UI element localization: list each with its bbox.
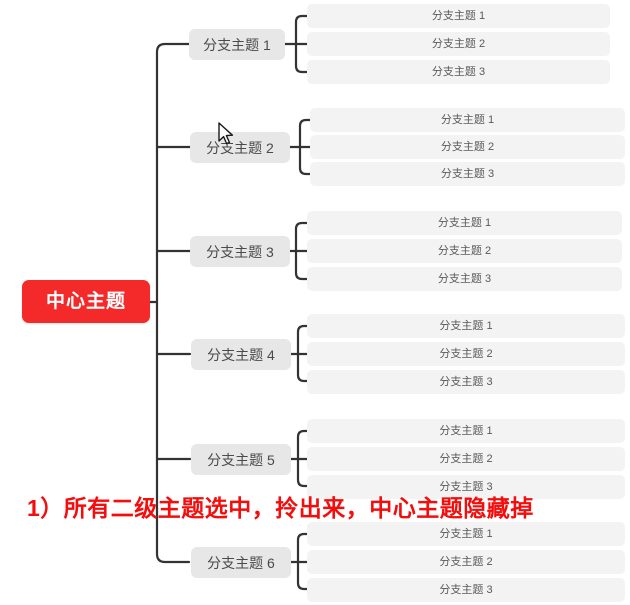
leaf-label-3-1: 分支主题 1 — [437, 216, 492, 229]
leaf-label-5-2: 分支主题 2 — [439, 452, 493, 465]
leaf-node-2-3[interactable]: 分支主题 3 — [310, 162, 625, 186]
branch-node-6[interactable]: 分支主题 6 — [191, 547, 291, 578]
branch-label-5: 分支主题 5 — [207, 451, 275, 468]
leaf-node-4-3[interactable]: 分支主题 3 — [307, 370, 625, 394]
leaf-node-2-1[interactable]: 分支主题 1 — [310, 108, 625, 132]
leaf-label-1-3: 分支主题 3 — [431, 65, 486, 78]
leaf-node-4-1[interactable]: 分支主题 1 — [307, 314, 625, 338]
leaf-label-4-3: 分支主题 3 — [439, 375, 493, 388]
leaf-label-1-2: 分支主题 2 — [431, 37, 486, 50]
leaf-node-5-1[interactable]: 分支主题 1 — [307, 419, 625, 443]
leaf-label-6-2: 分支主题 2 — [439, 555, 493, 568]
leaf-node-1-3[interactable]: 分支主题 3 — [307, 60, 610, 84]
leaf-label-2-3: 分支主题 3 — [440, 167, 495, 180]
center-topic-node[interactable]: 中心主题 — [22, 280, 150, 323]
leaf-node-5-2[interactable]: 分支主题 2 — [307, 447, 625, 471]
leaf-node-5-3[interactable]: 分支主题 3 — [307, 475, 625, 499]
branch-label-3: 分支主题 3 — [206, 243, 274, 260]
branch-node-4[interactable]: 分支主题 4 — [191, 339, 291, 370]
leaf-label-5-1: 分支主题 1 — [439, 424, 493, 437]
branch-node-3[interactable]: 分支主题 3 — [190, 236, 290, 267]
leaf-label-4-1: 分支主题 1 — [439, 319, 493, 332]
annotation-text: 1）所有二级主题选中，拎出来，中心主题隐藏掉 — [27, 495, 534, 521]
leaf-label-2-2: 分支主题 2 — [440, 140, 495, 153]
leaf-node-1-1[interactable]: 分支主题 1 — [307, 4, 610, 28]
leaf-node-3-2[interactable]: 分支主题 2 — [307, 239, 622, 263]
branch-label-6: 分支主题 6 — [207, 554, 275, 571]
leaf-node-6-3[interactable]: 分支主题 3 — [307, 578, 625, 602]
leaf-label-5-3: 分支主题 3 — [439, 480, 493, 493]
branch-label-1: 分支主题 1 — [203, 36, 271, 53]
center-topic-label: 中心主题 — [45, 291, 126, 312]
leaf-node-4-2[interactable]: 分支主题 2 — [307, 342, 625, 366]
leaf-label-4-2: 分支主题 2 — [439, 347, 493, 360]
leaf-node-6-2[interactable]: 分支主题 2 — [307, 550, 625, 574]
leaf-label-3-3: 分支主题 3 — [437, 272, 492, 285]
leaf-label-2-1: 分支主题 1 — [440, 113, 495, 126]
branch-node-2[interactable]: 分支主题 2 — [190, 132, 290, 163]
leaf-node-3-3[interactable]: 分支主题 3 — [307, 267, 622, 291]
leaf-node-1-2[interactable]: 分支主题 2 — [307, 32, 610, 56]
branch-node-5[interactable]: 分支主题 5 — [191, 444, 291, 475]
leaf-node-3-1[interactable]: 分支主题 1 — [307, 211, 622, 235]
branch-label-2: 分支主题 2 — [206, 139, 274, 156]
branch-node-1[interactable]: 分支主题 1 — [189, 29, 285, 60]
leaf-label-6-1: 分支主题 1 — [439, 527, 493, 540]
leaf-label-1-1: 分支主题 1 — [431, 9, 486, 22]
leaf-node-2-2[interactable]: 分支主题 2 — [310, 135, 625, 159]
leaf-label-6-3: 分支主题 3 — [439, 583, 493, 596]
branch-label-4: 分支主题 4 — [207, 346, 275, 363]
leaf-node-6-1[interactable]: 分支主题 1 — [307, 522, 625, 546]
leaf-label-3-2: 分支主题 2 — [437, 244, 492, 257]
